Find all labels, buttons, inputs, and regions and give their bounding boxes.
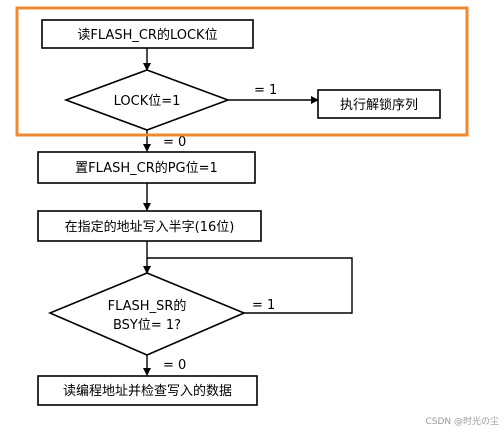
node-unlock: 执行解锁序列: [317, 89, 441, 119]
edge-label-lock-yes: = 1: [254, 83, 277, 98]
node-set-pg: 置FLASH_CR的PG位=1: [37, 151, 256, 184]
highlight-frame: [15, 6, 469, 137]
edge-label-bsy-no: = 0: [163, 358, 186, 373]
edge-label-lock-no: = 0: [163, 135, 186, 150]
node-bsy-check: FLASH_SR的 BSY位= 1?: [47, 272, 247, 356]
node-write-half-label: 在指定的地址写入半字(16位): [65, 219, 235, 235]
edge-bsy-loop: [147, 257, 353, 314]
node-verify-label: 读编程地址并检查写入的数据: [63, 383, 232, 399]
node-unlock-label: 执行解锁序列: [340, 97, 418, 113]
node-bsy-check-line2: BSY位= 1?: [113, 318, 181, 333]
node-read-cr-label: 读FLASH_CR的LOCK位: [77, 27, 217, 43]
node-verify: 读编程地址并检查写入的数据: [37, 375, 258, 406]
node-lock-check: LOCK位=1: [63, 69, 231, 131]
watermark: CSDN @时光の尘: [425, 415, 499, 427]
node-read-cr: 读FLASH_CR的LOCK位: [41, 19, 254, 49]
node-bsy-check-line1: FLASH_SR的: [108, 298, 187, 314]
node-write-half: 在指定的地址写入半字(16位): [37, 210, 262, 242]
edge-label-bsy-yes: = 1: [252, 298, 275, 313]
node-set-pg-label: 置FLASH_CR的PG位=1: [75, 160, 218, 176]
node-lock-check-label: LOCK位=1: [114, 94, 181, 109]
